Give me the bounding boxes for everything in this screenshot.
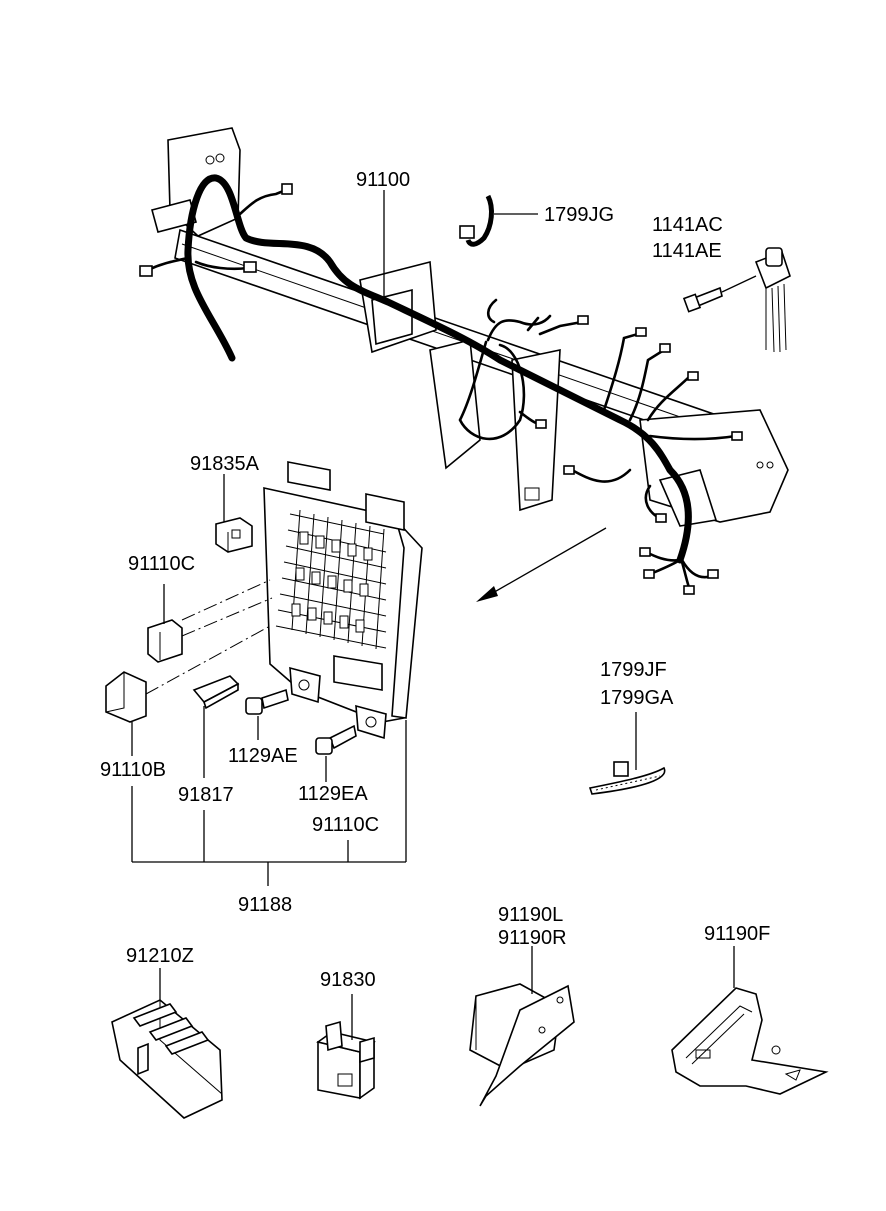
bracket-91190f [671, 946, 829, 1095]
label-91188: 91188 [238, 894, 292, 916]
label-91817: 91817 [178, 784, 234, 806]
label-1799ga: 1799GA [600, 687, 674, 709]
bolt-1141 [682, 275, 757, 313]
direction-arrow [476, 527, 607, 602]
label-91190r: 91190R [498, 927, 567, 949]
label-1799jg: 1799JG [544, 204, 614, 226]
clip-1799jg [459, 194, 494, 247]
bolt-1129ae [245, 688, 289, 740]
label-1141ac: 1141AC [652, 214, 723, 236]
bracket-91190lr [469, 946, 575, 1107]
label-91190l: 91190L [498, 904, 563, 926]
label-91835a: 91835A [190, 453, 260, 475]
bolt-1129ea [315, 724, 357, 782]
label-1129ea: 1129EA [298, 783, 368, 805]
label-91110c-upper: 91110C [128, 553, 195, 575]
relay-91830 [316, 994, 376, 1100]
relay-box-91210z [111, 968, 223, 1119]
grommet-1141 [754, 247, 791, 353]
label-91190f: 91190F [704, 923, 770, 945]
fuse-91110c-upper [147, 579, 273, 663]
connector-91817 [192, 675, 240, 778]
label-91110c-lower: 91110C [312, 814, 379, 836]
label-1799jf: 1799JF [600, 659, 667, 681]
label-91110b: 91110B [100, 759, 166, 781]
label-1129ae: 1129AE [228, 745, 298, 767]
label-91210z: 91210Z [126, 945, 194, 967]
label-91830: 91830 [320, 969, 376, 991]
label-91100: 91100 [356, 169, 410, 191]
relay-91110b [105, 625, 271, 756]
junction-box-91188 [263, 461, 423, 740]
clip-1799jf [588, 712, 666, 795]
group-bracket-91188 [131, 720, 407, 886]
main-harness [139, 174, 743, 595]
fuse-91835a [215, 474, 253, 553]
label-1141ae: 1141AE [652, 240, 722, 262]
